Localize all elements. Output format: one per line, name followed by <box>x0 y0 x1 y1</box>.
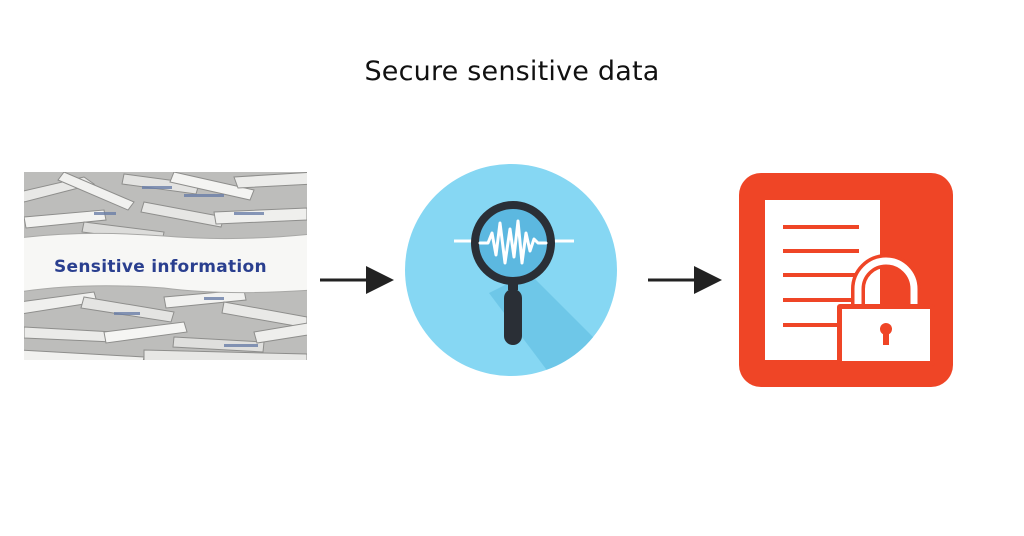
locked-document-icon <box>739 173 953 387</box>
page-title: Secure sensitive data <box>364 56 660 87</box>
magnifier-waveform-icon <box>405 164 617 376</box>
arrow-right-icon <box>320 266 394 294</box>
arrow-right-icon <box>648 266 722 294</box>
shredded-paper-photo: Sensitive information <box>24 172 307 360</box>
sensitive-information-label: Sensitive information <box>54 257 267 277</box>
